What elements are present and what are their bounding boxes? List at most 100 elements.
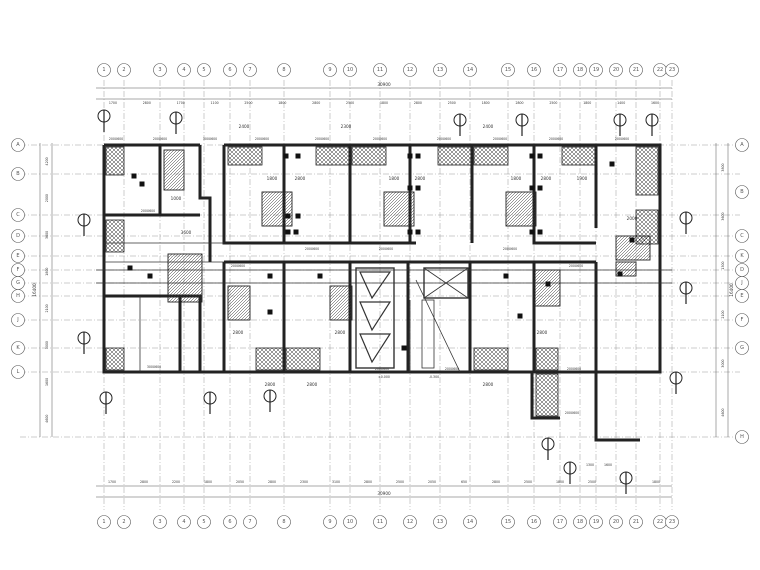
section-marker [453,113,467,136]
column-block [629,237,635,243]
svg-text:G: G [740,345,744,351]
room-dim-2400-b: 2400 [483,124,494,129]
svg-text:8: 8 [282,519,285,525]
svg-text:11: 11 [377,67,383,73]
axis-bubble-top: 12 [403,63,417,77]
svg-text:K: K [16,345,20,351]
column-block [139,181,145,187]
axis-bubble-left: F [11,263,25,277]
dimension-value: 2800 [268,480,276,484]
beam-tag-e: 200X600 [315,137,329,141]
axis-bubble-bottom: 17 [553,515,567,529]
dimension-lines [39,87,729,498]
column-block [147,273,153,279]
svg-text:2: 2 [122,67,125,73]
axis-bubble-bottom: 22 [653,515,667,529]
axis-bubble-left: A [11,138,25,152]
axis-bubble-right: D [735,263,749,277]
svg-text:9: 9 [328,67,331,73]
axis-bubble-left: H [11,289,25,303]
axis-bubble-bottom: 20 [609,515,623,529]
axis-bubble-left: J [11,313,25,327]
section-marker [619,471,633,494]
beam-tag-s: 200X600 [445,367,459,371]
svg-text:23: 23 [669,67,675,73]
axis-bubble-bottom: 18 [573,515,587,529]
dimension-value: 2000 [45,194,49,202]
beam-tag-u: 200X600 [565,411,579,415]
section-marker [77,331,91,354]
axis-bubble-bottom: 12 [403,515,417,529]
axis-bubble-top: 16 [527,63,541,77]
svg-text:22: 22 [657,67,663,73]
span-1800-a: 1800 [267,176,278,181]
dimension-value: 3600 [721,212,725,220]
axis-bubble-top: 22 [653,63,667,77]
overall-dim-top: 30900 [377,82,391,87]
svg-text:5: 5 [202,67,205,73]
beam-tag-j: 200X600 [615,137,629,141]
beam-tag-o: 200X600 [503,247,517,251]
column-block [407,153,413,159]
svg-text:23: 23 [669,519,675,525]
axis-bubble-top: 9 [323,63,337,77]
axis-bubble-top: 21 [629,63,643,77]
column-block [415,229,421,235]
axis-bubble-right: F [735,313,749,327]
svg-text:4: 4 [182,67,185,73]
dimension-value: 2500 [524,480,532,484]
span-2800-e: 2800 [335,330,346,335]
svg-text:10: 10 [347,67,353,73]
diagonal-hatch-areas [163,149,651,321]
dimension-value: 2800 [140,480,148,484]
room-dim-2300: 2300 [341,124,352,129]
elev-tag-a: ±0.000 [378,375,390,379]
dimension-value: 2800 [312,101,320,105]
column-block [267,309,273,315]
svg-text:1: 1 [102,519,105,525]
beam-tag-m: 200X600 [305,247,319,251]
axis-bubble-bottom: 8 [277,515,291,529]
span-2800-g: 2800 [265,382,276,387]
dimension-value: 2800 [143,101,151,105]
svg-text:5: 5 [202,519,205,525]
section-marker [97,109,111,132]
axis-bubble-right: A [735,138,749,152]
axis-bubble-bottom: 11 [373,515,387,529]
dimension-value: 2800 [515,101,523,105]
column-block [317,273,323,279]
svg-text:9: 9 [328,519,331,525]
axis-bubble-right: H [735,430,749,444]
svg-text:17: 17 [557,519,563,525]
dimension-value: 1700 [109,101,117,105]
svg-text:A: A [16,142,20,148]
axis-bubble-bottom: 1 [97,515,111,529]
svg-text:H: H [16,293,20,299]
svg-text:16: 16 [531,67,537,73]
svg-text:7: 7 [248,67,251,73]
axis-bubble-bottom: 5 [197,515,211,529]
column-block [401,345,407,351]
svg-text:B: B [16,171,20,177]
dimension-value: 4600 [45,415,49,423]
dimension-value: 1800 [652,480,660,484]
span-2800-c: 2800 [541,176,552,181]
dimension-value: 2800 [414,101,422,105]
column-block [537,153,543,159]
overall-dim-right: 16400 [729,283,734,297]
dimension-value: 1800 [482,101,490,105]
axis-bubble-top: 1 [97,63,111,77]
dimension-value: 2500 [549,101,557,105]
beam-tag-r: 200X600 [375,367,389,371]
overall-dim-bottom: 30900 [377,491,391,496]
svg-text:7: 7 [248,519,251,525]
beam-tag-p: 200X600 [569,264,583,268]
axis-bubble-top: 23 [665,63,679,77]
axis-bubble-left: E [11,249,25,263]
axis-bubble-left: C [11,208,25,222]
horizontal-grid-lines [20,144,740,438]
axis-bubble-bottom: 10 [343,515,357,529]
section-marker [679,281,693,304]
